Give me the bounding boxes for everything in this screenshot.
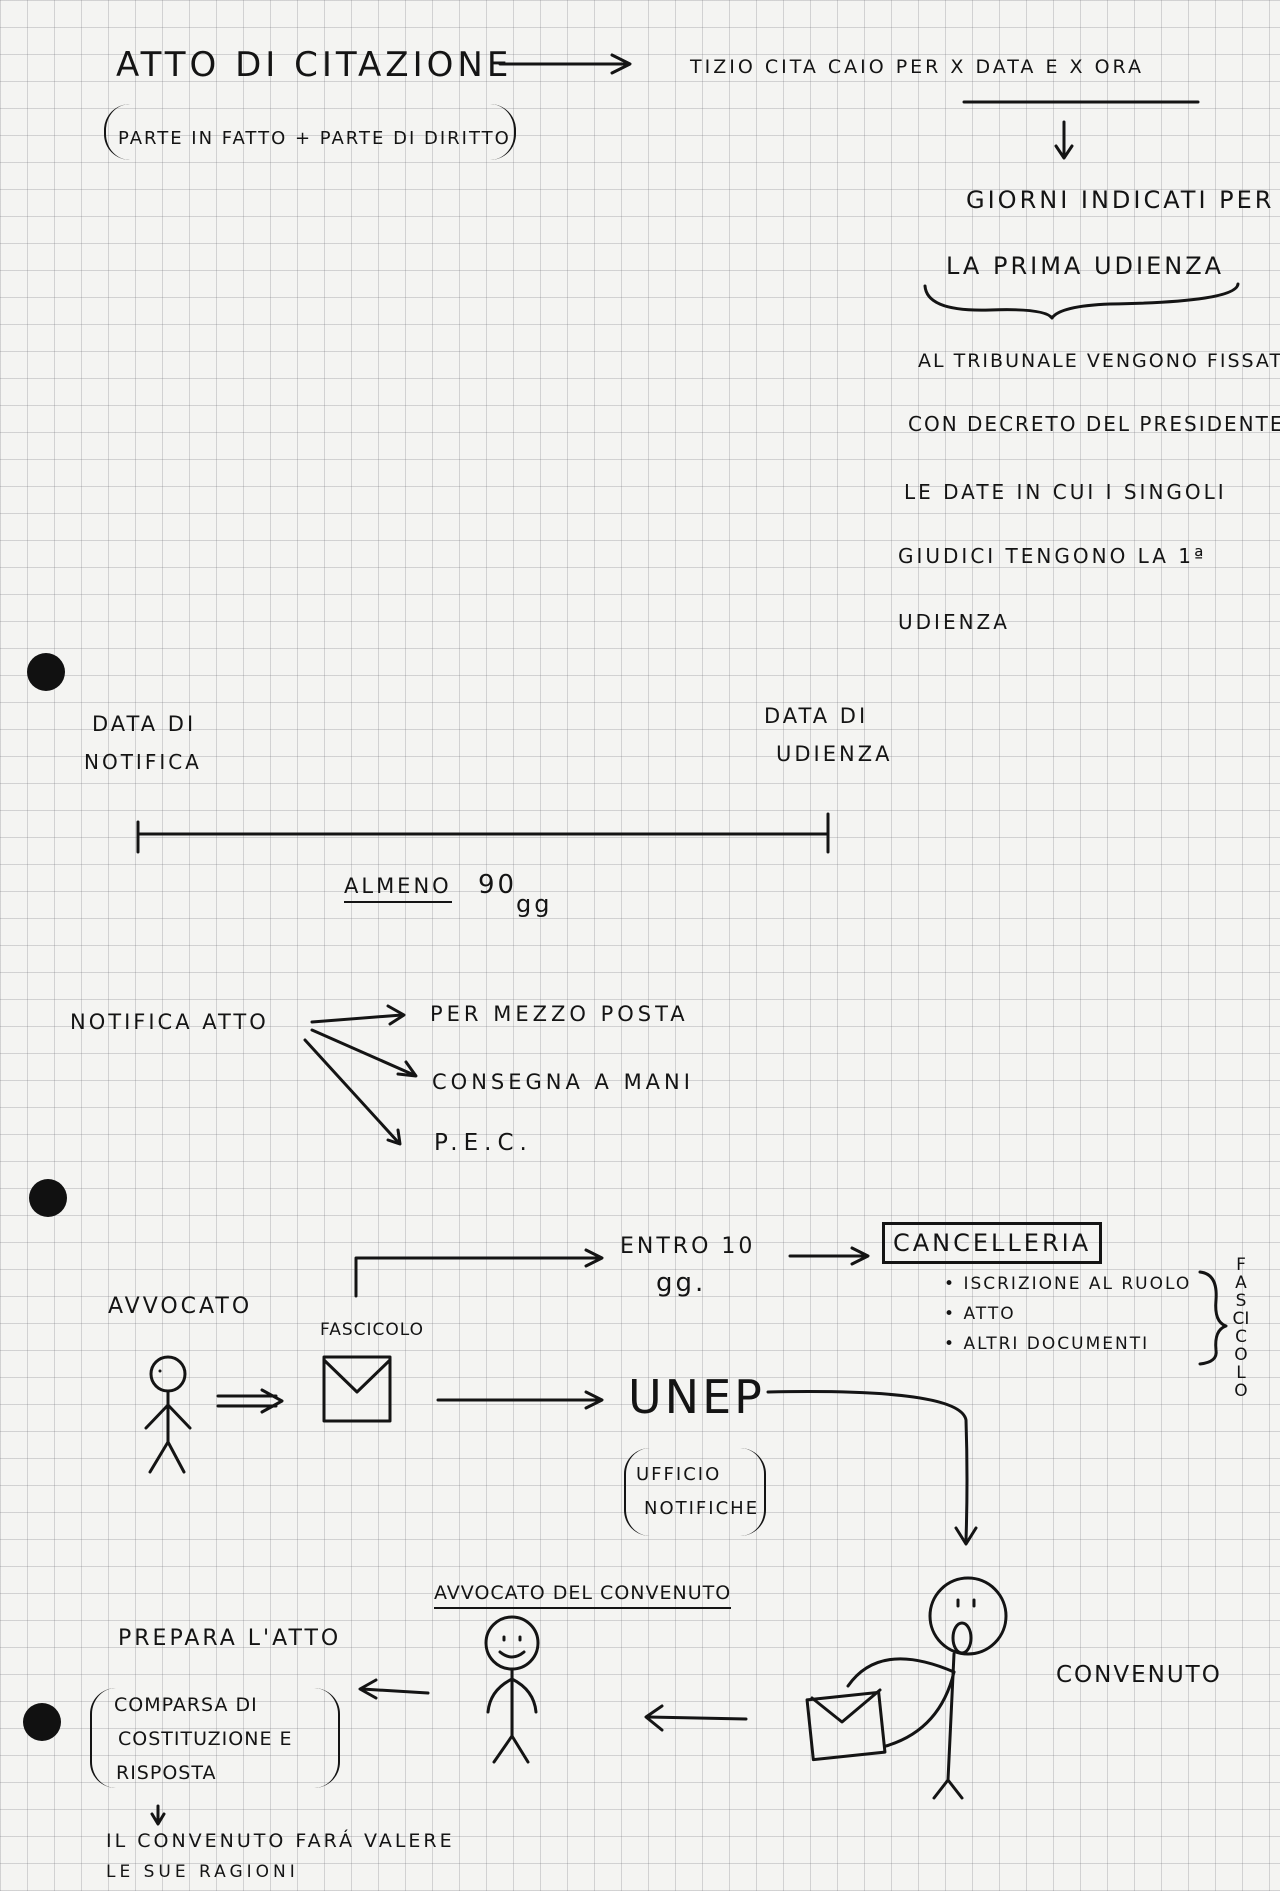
avvocato-convenuto-label: AVVOCATO DEL CONVENUTO bbox=[434, 1584, 732, 1609]
conclusion-line-2: LE SUE RAGIONI bbox=[106, 1862, 299, 1882]
cancelleria-list: ISCRIZIONE AL RUOLO ATTO ALTRI DOCUMENTI bbox=[944, 1274, 1191, 1364]
arrow-to-entro bbox=[354, 1256, 602, 1298]
days-line-2: LA PRIMA UDIENZA bbox=[946, 252, 1225, 280]
entro-label: ENTRO 10 bbox=[620, 1234, 756, 1259]
binder-hole-bottom bbox=[23, 1703, 61, 1741]
avvocato-figure bbox=[144, 1355, 192, 1474]
brace-cancelleria bbox=[1198, 1270, 1228, 1366]
comparsa-line-2: COSTITUZIONE E bbox=[118, 1728, 293, 1750]
cancelleria-box: CANCELLERIA bbox=[882, 1222, 1103, 1264]
arrow-pec bbox=[303, 1038, 400, 1144]
cancelleria-item: ATTO bbox=[944, 1304, 1191, 1324]
arrow-to-prepara bbox=[360, 1687, 430, 1695]
notifica-label: NOTIFICA ATTO bbox=[70, 1010, 269, 1034]
avvocato-convenuto-figure bbox=[484, 1615, 540, 1764]
avvocato-label: AVVOCATO bbox=[108, 1294, 253, 1319]
convenuto-figure bbox=[846, 1576, 1008, 1800]
timeline-right-line-2: UDIENZA bbox=[776, 742, 893, 766]
method-pec: P.E.C. bbox=[434, 1130, 533, 1156]
min-unit: gg bbox=[516, 890, 553, 918]
method-consegna: CONSEGNA A MANI bbox=[432, 1070, 694, 1094]
unep-parens bbox=[624, 1448, 766, 1536]
timeline-right-line-1: DATA DI bbox=[764, 704, 869, 728]
fascicolo-vertical: FASCICOLO bbox=[1232, 1255, 1250, 1401]
cancelleria-item: ALTRI DOCUMENTI bbox=[944, 1334, 1191, 1354]
min-label: ALMENO bbox=[344, 876, 452, 903]
method-posta: PER MEZZO POSTA bbox=[430, 1002, 689, 1026]
fascicolo-envelope bbox=[322, 1355, 392, 1423]
brace-days bbox=[923, 282, 1240, 320]
unep-line-2: NOTIFICHE bbox=[644, 1498, 760, 1519]
binder-hole-top bbox=[27, 653, 65, 691]
tribunal-line-4: GIUDICI TENGONO LA 1ª bbox=[898, 544, 1207, 568]
arrow-posta bbox=[310, 1013, 404, 1024]
tribunal-line-5: UDIENZA bbox=[898, 610, 1010, 634]
fascicolo-label: FASCICOLO bbox=[320, 1320, 425, 1340]
subtitle-parens bbox=[104, 104, 516, 160]
entro-unit: gg. bbox=[656, 1268, 707, 1298]
timeline-left-line-2: NOTIFICA bbox=[84, 750, 202, 774]
min-value: 90 bbox=[478, 870, 518, 900]
arrow-to-avv-convenuto bbox=[646, 1715, 748, 1721]
summons-text: TIZIO CITA CAIO PER x DATA E x ORA bbox=[690, 56, 1144, 78]
subtitle: PARTE IN FATTO + PARTE DI DIRITTO bbox=[118, 128, 511, 149]
comparsa-line-3: RISPOSTA bbox=[116, 1762, 217, 1784]
tribunal-line-1: AL TRIBUNALE VENGONO FISSATI bbox=[918, 350, 1280, 372]
comparsa-parens bbox=[90, 1688, 340, 1788]
cancelleria-item: ISCRIZIONE AL RUOLO bbox=[944, 1274, 1191, 1294]
page-title: ATTO DI CITAZIONE bbox=[116, 45, 513, 85]
prepara-label: PREPARA L'ATTO bbox=[118, 1626, 342, 1651]
unep-label: UNEP bbox=[628, 1370, 765, 1424]
tribunal-line-3: LE DATE IN CUI I SINGOLI bbox=[904, 480, 1227, 504]
days-line-1: GIORNI INDICATI PER bbox=[966, 186, 1275, 214]
timeline-left-line-1: DATA DI bbox=[92, 712, 197, 736]
unep-line-1: UFFICIO bbox=[636, 1464, 722, 1485]
binder-hole-middle bbox=[29, 1179, 67, 1217]
convenuto-envelope bbox=[805, 1688, 887, 1762]
convenuto-label: CONVENUTO bbox=[1056, 1662, 1222, 1688]
conclusion-line-1: IL CONVENUTO FARÁ VALERE bbox=[106, 1830, 455, 1852]
tribunal-line-2: CON DECRETO DEL PRESIDENTE bbox=[908, 412, 1280, 436]
arrow-unep-to-convenuto bbox=[766, 1390, 969, 1542]
comparsa-line-1: COMPARSA DI bbox=[114, 1694, 258, 1716]
arrow-consegna bbox=[310, 1028, 416, 1077]
